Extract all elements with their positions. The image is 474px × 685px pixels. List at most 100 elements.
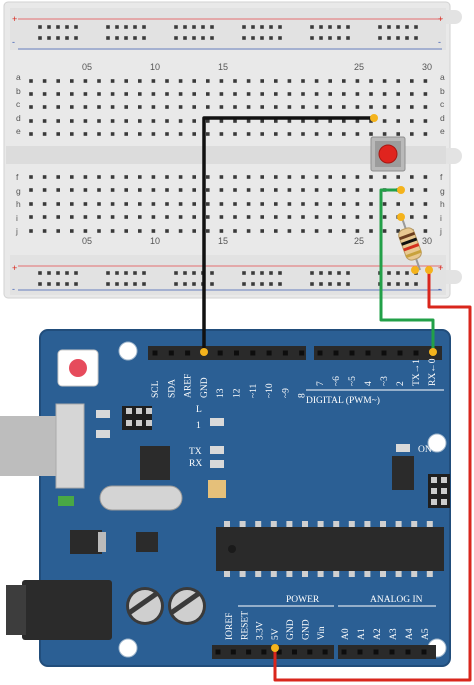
rail-minus-bottom: -	[12, 284, 15, 294]
breadboard-hole	[301, 132, 305, 136]
rail-hole	[192, 282, 196, 286]
breadboard-hole	[382, 202, 387, 206]
digital-pwm-label: DIGITAL (PWM~)	[306, 395, 380, 406]
breadboard-hole	[138, 79, 142, 83]
breadboard-hole	[301, 215, 305, 219]
icsp-pin	[126, 420, 132, 426]
rail-hole	[133, 271, 137, 275]
breadboard-hole	[83, 105, 88, 109]
breadboard-hole	[382, 119, 387, 123]
breadboard-hole	[410, 92, 414, 96]
breadboard-hole	[206, 229, 210, 233]
header-socket	[246, 649, 252, 655]
rail-hole	[192, 25, 196, 29]
column-number: 10	[150, 62, 160, 72]
header-socket	[261, 649, 267, 655]
rail-hole	[133, 36, 137, 40]
header-socket	[230, 649, 236, 655]
column-number: 25	[354, 62, 364, 72]
pin-label: A2	[373, 628, 383, 640]
breadboard-hole	[206, 92, 210, 96]
breadboard-hole	[42, 79, 47, 83]
breadboard-hole	[423, 132, 428, 136]
breadboard-hole	[138, 132, 142, 136]
breadboard-hole	[178, 215, 183, 219]
breadboard-hole	[97, 119, 101, 123]
rail-hole	[319, 282, 323, 286]
rail-hole	[387, 36, 391, 40]
rail-hole	[328, 36, 332, 40]
breadboard-hole	[423, 105, 428, 109]
rail-hole	[251, 36, 255, 40]
breadboard-hole	[56, 132, 60, 136]
rail-hole	[210, 25, 214, 29]
breadboard-hole	[274, 119, 278, 123]
breadboard-hole	[70, 188, 74, 192]
pin-label: Vin	[317, 626, 327, 640]
chip-leg	[270, 571, 277, 577]
rail-hole	[174, 25, 178, 29]
breadboard-hole	[29, 79, 33, 83]
pin-label: ~3	[380, 376, 390, 386]
breadboard-hole	[124, 132, 128, 136]
rail-minus-right-bottom: -	[438, 284, 441, 294]
breadboard-hole	[56, 215, 60, 219]
breadboard-hole	[355, 132, 360, 136]
rail-hole	[260, 282, 264, 286]
breadboard-hole	[110, 229, 115, 233]
breadboard-hole	[192, 202, 196, 206]
breadboard-hole	[56, 202, 60, 206]
header-socket	[397, 350, 403, 356]
breadboard-hole	[110, 92, 115, 96]
rail-hole	[38, 282, 42, 286]
button-cap	[378, 144, 398, 164]
l-led-label: L	[196, 405, 202, 415]
rail-hole	[346, 271, 350, 275]
rail-hole	[142, 271, 146, 275]
breadboard-hole	[369, 215, 373, 219]
breadboard-hole	[328, 175, 332, 179]
breadboard-hole	[97, 132, 101, 136]
rail-hole	[124, 36, 128, 40]
header-socket	[413, 350, 419, 356]
breadboard-hole	[97, 202, 101, 206]
breadboard-hole	[382, 92, 387, 96]
rail-hole	[260, 271, 264, 275]
pin-label: 8	[298, 393, 308, 398]
breadboard-hole	[246, 202, 251, 206]
breadboard-hole	[151, 188, 156, 192]
rail-hole	[319, 271, 323, 275]
breadboard-hole	[165, 105, 169, 109]
breadboard-hole	[206, 215, 210, 219]
rail-hole	[405, 25, 409, 29]
breadboard-hole	[138, 188, 142, 192]
chip-leg	[317, 571, 324, 577]
chip-leg	[302, 571, 308, 577]
breadboard-hole	[219, 105, 224, 109]
rail-hole	[269, 282, 273, 286]
row-letter: i	[440, 213, 442, 223]
rail-hole	[242, 25, 246, 29]
rail-hole	[115, 25, 119, 29]
breadboard-hole	[165, 132, 169, 136]
breadboard-hole	[97, 188, 101, 192]
breadboard-hole	[382, 229, 387, 233]
icsp-pin	[431, 488, 437, 494]
chip-leg	[380, 571, 386, 577]
pin-label: A5	[421, 628, 431, 640]
breadboard-hole	[423, 188, 428, 192]
breadboard-hole	[246, 188, 251, 192]
breadboard-hole	[178, 105, 183, 109]
header-socket	[266, 350, 272, 356]
breadboard-hole	[246, 119, 251, 123]
pin-endpoint	[271, 644, 279, 652]
breadboard-hole	[301, 105, 305, 109]
header-socket	[341, 649, 347, 655]
column-number: 15	[218, 236, 228, 246]
breadboard-hole	[83, 119, 88, 123]
breadboard-hole	[233, 175, 237, 179]
breadboard-hole	[246, 92, 251, 96]
rail-hole	[183, 25, 187, 29]
breadboard-hole	[328, 79, 332, 83]
breadboard-hole	[328, 132, 332, 136]
